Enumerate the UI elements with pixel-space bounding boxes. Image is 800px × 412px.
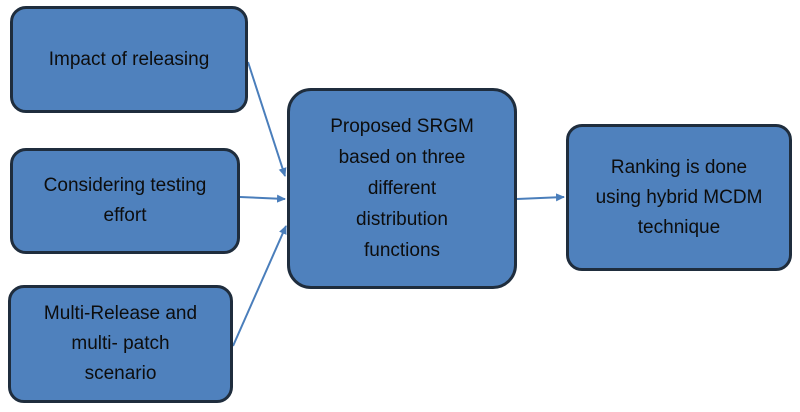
arrow-release-to-srgm bbox=[232, 225, 287, 347]
node-considering-testing-effort: Considering testing effort bbox=[10, 148, 240, 254]
node-label: Proposed SRGM based on three different d… bbox=[330, 116, 474, 261]
arrow-srgm-to-ranking bbox=[516, 193, 565, 202]
node-impact-of-releasing: Impact of releasing bbox=[10, 6, 248, 113]
node-ranking-mcdm: Ranking is done using hybrid MCDM techni… bbox=[566, 124, 792, 271]
node-multi-release-scenario: Multi-Release and multi- patch scenario bbox=[8, 285, 233, 403]
node-proposed-srgm: Proposed SRGM based on three different d… bbox=[287, 88, 517, 289]
node-label: Ranking is done using hybrid MCDM techni… bbox=[595, 156, 763, 238]
node-label: Considering testing effort bbox=[43, 175, 207, 226]
node-label: Impact of releasing bbox=[48, 48, 210, 70]
arrow-testing-to-srgm bbox=[239, 194, 286, 203]
arrow-impact-to-srgm bbox=[247, 61, 287, 177]
node-label: Multi-Release and multi- patch scenario bbox=[43, 303, 198, 384]
